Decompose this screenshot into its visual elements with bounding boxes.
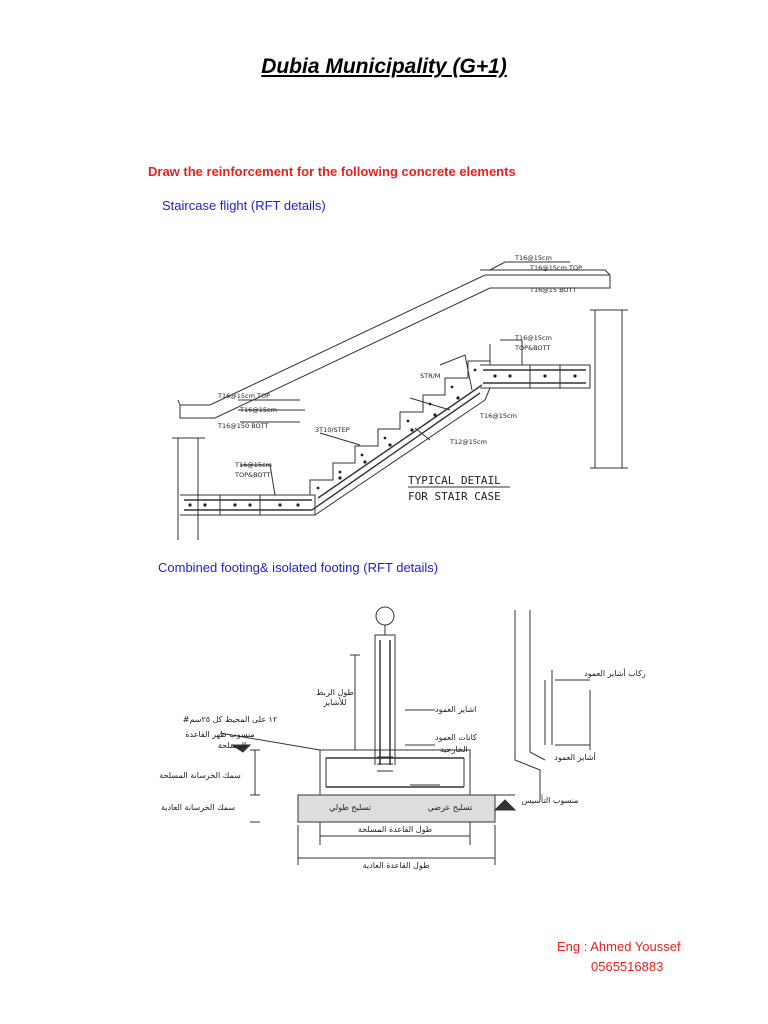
footing-right-dowels-lap-label: ركاب أشاير العمود (584, 668, 646, 678)
staircase-drawing: T16@15cm T16@15cm TOP T16@15 BOTT T16@15… (172, 254, 628, 540)
footing-column-dowels-label: اشاير العمود (435, 705, 476, 714)
footing-heading: Combined footing& isolated footing (RFT … (158, 560, 439, 575)
author-phone: 0565516883 (591, 959, 664, 974)
stair-label-5: TOP&BOTT (514, 344, 550, 352)
stair-caption-2: FOR STAIR CASE (408, 490, 501, 503)
footing-drawing: #١٢ على المحيط كل ٢٥سم منسوب ظهر القاعدة… (159, 606, 646, 870)
footing-dev-length-1: طول الربط (316, 688, 354, 697)
stair-label-2: T16@15cm TOP (529, 264, 582, 272)
stair-label-14: TOP&BOTT (234, 471, 270, 479)
stair-label-12: T12@15cm (449, 438, 487, 446)
footing-plain-length-label: طول القاعدة العادية (363, 861, 430, 870)
stair-label-13: T16@15cm (234, 461, 272, 469)
author-name: Eng : Ahmed Youssef (557, 939, 681, 954)
stair-label-9: T16@150 BOTT (217, 422, 269, 430)
task-instruction: Draw the reinforcement for the following… (148, 164, 516, 179)
stair-label-7: T16@15cm TOP (217, 392, 270, 400)
footing-plain-thickness-label: سمك الخرسانة العادية (161, 803, 235, 812)
stair-label-4: T16@15cm (514, 334, 552, 342)
footing-long-rft-label: تسليح طولي (329, 803, 371, 812)
stair-label-10: 3T10/STEP (315, 426, 350, 434)
staircase-heading: Staircase flight (RFT details) (162, 198, 326, 213)
page-title: Dubia Municipality (G+1) (261, 55, 507, 78)
stair-label-11: T16@15cm (479, 412, 517, 420)
footing-reinforced-label: المسلحة (218, 741, 247, 750)
footing-foundation-level-label: منسوب التأسيس (522, 794, 579, 805)
footing-perimeter-label: #١٢ على المحيط كل ٢٥سم (183, 715, 278, 724)
footing-column-stirrups-label: كانات العمود (435, 733, 477, 742)
stair-label-8: T16@15cm (239, 406, 277, 414)
footing-top-level-label: منسوب ظهر القاعدة (185, 730, 254, 739)
stair-label-3: T16@15 BOTT (529, 286, 576, 294)
footing-dev-length-2: للأشاير (323, 697, 347, 707)
footing-rc-length-label: طول القاعدة المسلحة (358, 825, 432, 834)
stair-label-1: T16@15cm (514, 254, 552, 262)
footing-right-dowels-label: أشاير العمود (554, 752, 595, 762)
stair-caption-1: TYPICAL DETAIL (408, 474, 501, 487)
footing-trans-rft-label: تسليح عرضي (428, 803, 473, 812)
footing-outer-label: الخارجية (440, 745, 468, 754)
stair-label-6: STR/M (420, 372, 440, 380)
footing-rc-thickness-label: سمك الخرسانة المسلحة (159, 771, 241, 780)
